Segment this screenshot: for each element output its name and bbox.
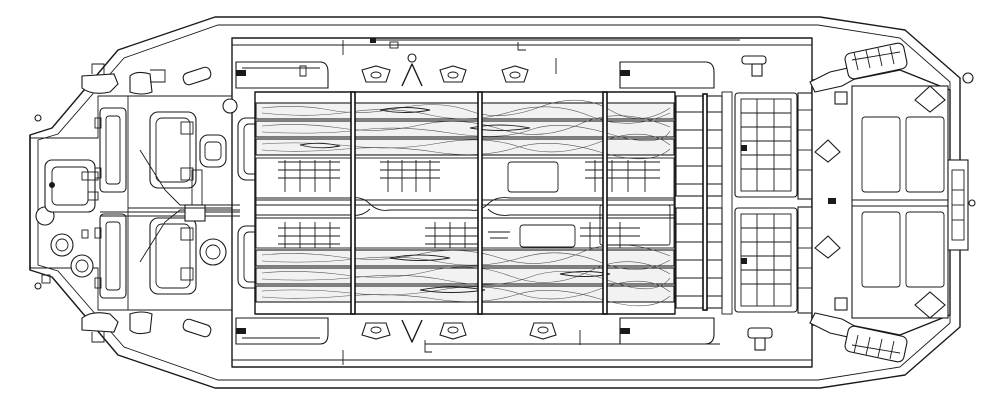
commander-hatch-right [149,217,197,295]
floor-planks-upper [255,99,675,160]
side-hatch-rear-right [619,317,715,345]
rear-tow-hitch [947,72,976,251]
troop-compartment-floor [254,91,676,315]
periscope-housings [199,98,238,266]
commander-hatch-left [149,111,197,189]
front-marker-lights [129,66,212,338]
rear-side-panel [797,92,813,314]
front-headlight-right [81,312,119,343]
front-headlight-left [81,63,119,94]
front-hull-details [34,114,89,290]
forward-bulkhead-lines [100,95,240,311]
vision-block-front-right [94,213,127,299]
side-hatch-front-left [235,61,329,89]
front-nose-plate [29,95,129,311]
hull-outline [29,16,961,389]
firing-ports-top [299,38,767,87]
seat-frames [278,160,660,248]
nose-port-circle [70,254,94,278]
side-hatch-front-right [235,317,329,345]
floor-center-frame [255,157,675,249]
side-hatch-rear-left [619,61,715,89]
firing-ports-bottom [342,319,773,365]
rear-troop-panel [675,91,733,315]
engine-deck-grille-bottom [734,207,798,313]
floor-planks-lower [255,244,675,307]
exhaust-bottom [809,312,908,363]
exhaust-top [809,42,908,93]
vision-block-front-left [94,107,127,193]
engine-compartment [811,69,951,336]
nose-port-circle [50,233,74,257]
engine-deck-grille-top [734,92,798,198]
